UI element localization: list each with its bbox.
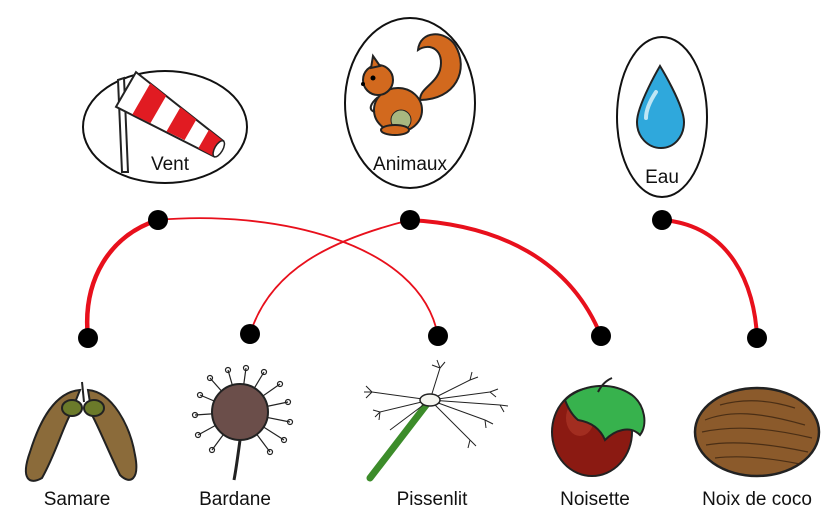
- burdock-icon: [193, 366, 293, 481]
- seed-pissenlit: Pissenlit: [364, 326, 508, 510]
- link-vent-pissenlit: [158, 218, 438, 336]
- seed-dot-bardane[interactable]: [240, 324, 260, 344]
- link-animaux-noisette: [410, 220, 601, 336]
- hazelnut-icon: [552, 378, 644, 476]
- connections: [87, 218, 757, 338]
- seed-dot-noisette[interactable]: [591, 326, 611, 346]
- seed-label-samare: Samare: [44, 489, 111, 510]
- agent-dot-eau[interactable]: [652, 210, 672, 230]
- agent-label-eau: Eau: [645, 167, 679, 188]
- seed-noix: Noix de coco: [695, 328, 819, 510]
- dandelion-icon: [364, 360, 508, 478]
- seed-samare: Samare: [26, 328, 136, 510]
- seed-bardane: Bardane: [193, 324, 293, 510]
- coconut-icon: [695, 388, 819, 476]
- agent-label-vent: Vent: [151, 154, 190, 175]
- agent-dot-vent[interactable]: [148, 210, 168, 230]
- agent-label-animaux: Animaux: [373, 154, 447, 175]
- seed-dot-samare[interactable]: [78, 328, 98, 348]
- agent-eau: Eau: [617, 37, 707, 230]
- seed-dot-pissenlit[interactable]: [428, 326, 448, 346]
- agent-animaux: Animaux: [345, 18, 475, 230]
- seed-dot-noix[interactable]: [747, 328, 767, 348]
- samara-seed-icon: [26, 382, 136, 481]
- agent-dot-animaux[interactable]: [400, 210, 420, 230]
- seed-label-pissenlit: Pissenlit: [397, 489, 468, 510]
- seed-label-noix: Noix de coco: [702, 489, 812, 510]
- agent-vent: Vent: [83, 71, 247, 230]
- seed-noisette: Noisette: [552, 326, 644, 510]
- link-vent-samare: [87, 220, 158, 338]
- seed-label-bardane: Bardane: [199, 489, 271, 510]
- link-eau-noix: [662, 220, 757, 338]
- seed-label-noisette: Noisette: [560, 489, 630, 510]
